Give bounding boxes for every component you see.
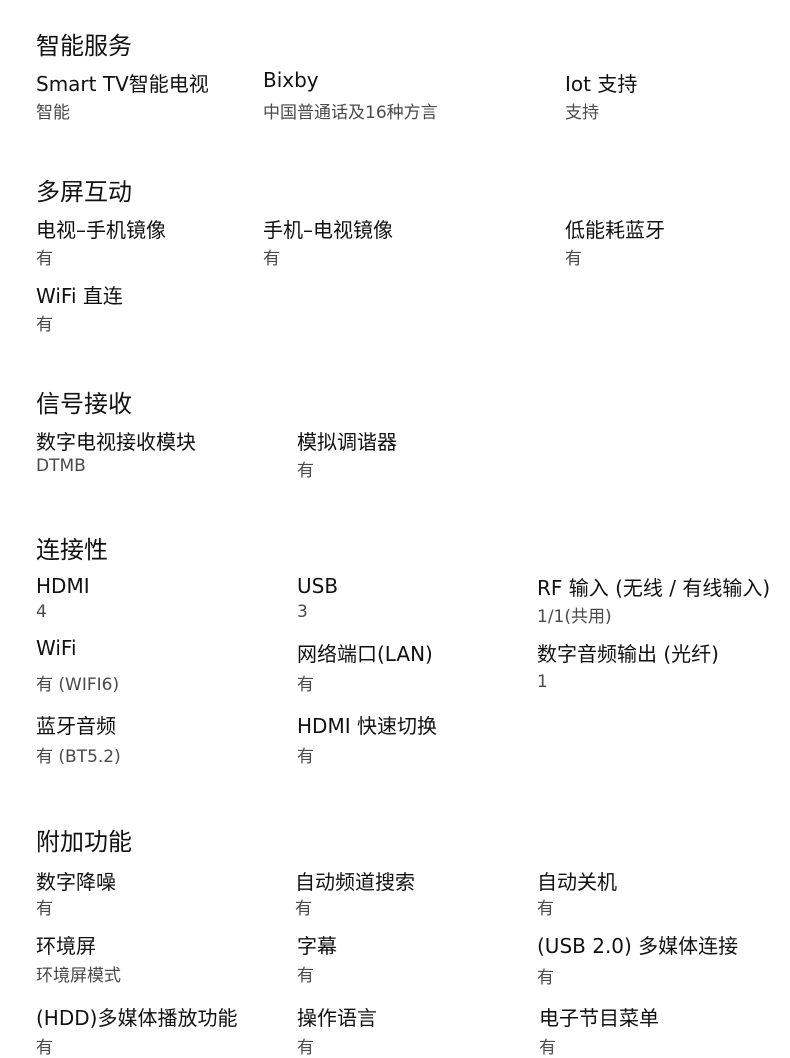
spec-value-auto-channel-search: 有 <box>295 899 312 919</box>
spec-value-noise-reduction: 有 <box>36 899 53 919</box>
spec-value-rf-input: 1/1(共用) <box>537 607 612 627</box>
spec-label-hdmi: HDMI <box>36 574 90 598</box>
spec-label-lan: 网络端口(LAN) <box>297 642 433 666</box>
section-title-signal: 信号接收 <box>36 390 132 418</box>
spec-value-lan: 有 <box>297 675 314 695</box>
spec-value-menu-language: 有 <box>297 1038 314 1058</box>
spec-label-phone-tv-mirror: 手机–电视镜像 <box>263 218 393 242</box>
spec-value-wifi: 有 (WIFI6) <box>36 675 120 695</box>
section-title-connectivity: 连接性 <box>36 536 108 564</box>
spec-label-analog-tuner: 模拟调谐器 <box>297 430 397 454</box>
spec-label-menu-language: 操作语言 <box>297 1006 377 1030</box>
spec-label-rf-input: RF 输入 (无线 / 有线输入) <box>537 576 771 600</box>
spec-label-ble: 低能耗蓝牙 <box>565 218 665 242</box>
spec-value-subtitles: 有 <box>297 966 314 986</box>
spec-label-bt-audio: 蓝牙音频 <box>36 714 116 738</box>
spec-label-usb: USB <box>297 574 339 598</box>
spec-value-usb: 3 <box>297 602 308 622</box>
spec-value-epg: 有 <box>539 1038 556 1058</box>
spec-label-smart-tv: Smart TV智能电视 <box>36 72 209 96</box>
section-title-multiscreen: 多屏互动 <box>36 178 132 206</box>
spec-label-optical-out: 数字音频输出 (光纤) <box>537 642 719 666</box>
spec-label-bixby: Bixby <box>263 68 319 92</box>
spec-value-ambient-mode: 环境屏模式 <box>36 966 121 986</box>
spec-value-ble: 有 <box>565 249 582 269</box>
spec-value-digital-tuner: DTMB <box>36 456 86 476</box>
section-title-extra-features: 附加功能 <box>36 828 132 856</box>
spec-label-auto-channel-search: 自动频道搜索 <box>295 870 415 894</box>
spec-label-auto-power-off: 自动关机 <box>537 870 617 894</box>
spec-value-hdmi-quick-switch: 有 <box>297 747 314 767</box>
spec-value-smart-tv: 智能 <box>36 103 70 123</box>
spec-value-hdd-media: 有 <box>36 1038 53 1058</box>
spec-label-ambient-mode: 环境屏 <box>36 934 96 958</box>
spec-value-hdmi: 4 <box>36 602 47 622</box>
spec-label-iot: Iot 支持 <box>565 72 638 96</box>
spec-value-phone-tv-mirror: 有 <box>263 249 280 269</box>
spec-label-tv-phone-mirror: 电视–手机镜像 <box>36 218 166 242</box>
spec-value-usb-media: 有 <box>537 968 554 988</box>
spec-label-noise-reduction: 数字降噪 <box>36 870 116 894</box>
spec-value-bt-audio: 有 (BT5.2) <box>36 747 121 767</box>
spec-label-usb-media: (USB 2.0) 多媒体连接 <box>537 934 739 958</box>
spec-label-hdmi-quick-switch: HDMI 快速切换 <box>297 714 437 738</box>
spec-label-subtitles: 字幕 <box>297 934 337 958</box>
spec-value-wifi-direct: 有 <box>36 315 53 335</box>
spec-label-epg: 电子节目菜单 <box>539 1006 659 1030</box>
section-title-smart-service: 智能服务 <box>36 32 132 60</box>
spec-value-optical-out: 1 <box>537 672 548 692</box>
spec-label-hdd-media: (HDD)多媒体播放功能 <box>36 1006 238 1030</box>
spec-label-wifi-direct: WiFi 直连 <box>36 284 123 308</box>
spec-value-tv-phone-mirror: 有 <box>36 249 53 269</box>
spec-label-wifi: WiFi <box>36 636 77 660</box>
spec-value-auto-power-off: 有 <box>537 899 554 919</box>
spec-value-iot: 支持 <box>565 103 599 123</box>
spec-value-bixby: 中国普通话及16种方言 <box>263 103 438 123</box>
spec-value-analog-tuner: 有 <box>297 461 314 481</box>
spec-label-digital-tuner: 数字电视接收模块 <box>36 430 196 454</box>
